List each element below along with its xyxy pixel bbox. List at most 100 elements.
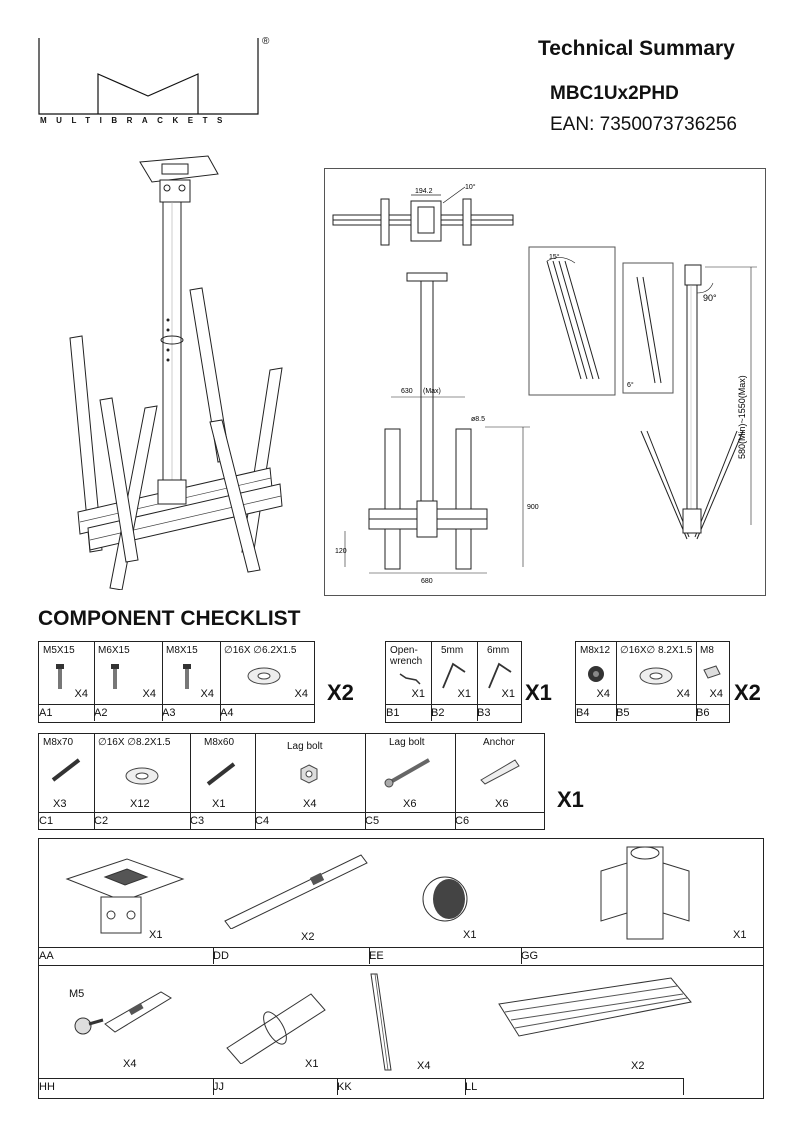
dim-120: 120 bbox=[335, 548, 347, 555]
hardware-code: B3 bbox=[477, 704, 521, 721]
hardware-qty: X3 bbox=[53, 798, 67, 810]
hex-key-icon bbox=[442, 662, 466, 689]
tilt-detail-drawing bbox=[528, 246, 616, 396]
dim-630: 630 bbox=[401, 388, 413, 395]
hardware-b3: 6mm X1 bbox=[477, 642, 521, 704]
multibrackets-logo-icon bbox=[38, 38, 259, 115]
hardware-a4: ∅16X ∅6.2X1.5 X4 bbox=[220, 642, 314, 704]
dim-6-deg: 6° bbox=[627, 381, 634, 389]
dim-900: 900 bbox=[527, 504, 539, 511]
dim-10-deg: 10° bbox=[465, 183, 476, 191]
part-ll: X2 bbox=[465, 964, 763, 1078]
part-code: LL bbox=[465, 1078, 684, 1095]
hardware-qty: X4 bbox=[200, 688, 214, 700]
hardware-qty: X4 bbox=[294, 688, 308, 700]
hardware-code: A1 bbox=[39, 704, 95, 721]
hardware-b6: M8 X4 bbox=[696, 642, 729, 704]
technical-drawing-frame: 194.2 10° 630 (Max) ø8.5 900 120 680 bbox=[324, 168, 766, 596]
part-code: AA bbox=[39, 947, 214, 964]
group-b2-multiplier: X2 bbox=[734, 680, 761, 705]
vertical-rail-icon bbox=[370, 973, 392, 1071]
hardware-size: ∅16X ∅6.2X1.5 bbox=[224, 645, 297, 656]
dim-diameter-8-5: ø8.5 bbox=[471, 416, 485, 423]
side-view-drawing bbox=[640, 264, 757, 540]
hardware-c3: M8x60 X1 bbox=[190, 734, 256, 812]
hardware-qty: X12 bbox=[130, 798, 150, 810]
hardware-b1: Open-wrench X1 bbox=[386, 642, 432, 704]
dim-90-deg: 90° bbox=[703, 293, 717, 303]
part-qty: X1 bbox=[149, 929, 163, 941]
hardware-code: C3 bbox=[190, 812, 256, 829]
parts-panel-1: X1 X2 X1 X1 AA DD EE GG bbox=[38, 838, 764, 966]
hardware-qty: X1 bbox=[212, 798, 226, 810]
screw-icon bbox=[56, 664, 64, 689]
pole-coupler-icon bbox=[226, 993, 326, 1064]
hardware-qty: X4 bbox=[74, 688, 88, 700]
dim-680: 680 bbox=[421, 578, 433, 585]
group-b1-multiplier: X1 bbox=[525, 680, 552, 705]
hardware-a3: M8X15 X4 bbox=[162, 642, 221, 704]
hardware-qty: X4 bbox=[596, 688, 610, 700]
part-code: HH bbox=[39, 1078, 214, 1095]
hardware-code: B6 bbox=[696, 704, 729, 721]
hardware-code: C6 bbox=[455, 812, 544, 829]
hardware-qty: X1 bbox=[501, 688, 515, 700]
hardware-size: Anchor bbox=[483, 737, 515, 748]
safety-bracket-icon bbox=[74, 991, 172, 1035]
brand-logo: ® MULTIBRACKETS bbox=[38, 36, 269, 131]
part-qty: X1 bbox=[463, 929, 477, 941]
hardware-b4: M8x12 X4 bbox=[576, 642, 617, 704]
product-illustration bbox=[60, 150, 300, 591]
hardware-size: M8x70 bbox=[43, 737, 74, 748]
part-gg: X1 bbox=[521, 839, 763, 947]
hardware-qty: X4 bbox=[676, 688, 690, 700]
part-code: EE bbox=[369, 947, 522, 964]
hardware-a2: M6X15 X4 bbox=[94, 642, 163, 704]
hardware-c2: ∅16X ∅8.2X1.5 X12 bbox=[94, 734, 191, 812]
hardware-size: M5X15 bbox=[43, 645, 75, 656]
hardware-group-b1: Open-wrench X1 5mm X1 6mm X1 B1 B2 B3 bbox=[385, 641, 522, 723]
hardware-group-a: M5X15 X4 M6X15 X4 M8X15 X4 ∅16X ∅6.2X1.5… bbox=[38, 641, 315, 723]
hardware-qty: X4 bbox=[709, 688, 723, 700]
part-qty: X4 bbox=[417, 1060, 431, 1072]
hardware-code: B5 bbox=[616, 704, 697, 721]
hardware-code: C2 bbox=[94, 812, 191, 829]
hardware-c1: M8x70 X3 bbox=[39, 734, 95, 812]
hardware-code: C4 bbox=[255, 812, 366, 829]
hardware-size: M8 bbox=[700, 645, 714, 656]
washer-icon bbox=[247, 667, 281, 685]
part-code: GG bbox=[521, 947, 763, 964]
pole-bracket-icon bbox=[600, 846, 690, 940]
hardware-qty: X6 bbox=[495, 798, 509, 810]
hex-key-icon bbox=[488, 662, 512, 689]
end-cap-icon bbox=[422, 876, 468, 922]
screw-icon bbox=[111, 664, 119, 689]
part-hh: M5 X4 bbox=[39, 964, 213, 1078]
hardware-qty: X1 bbox=[457, 688, 471, 700]
part-qty: X2 bbox=[301, 931, 315, 943]
hardware-code: C5 bbox=[365, 812, 456, 829]
parts-panel-2: M5 X4 X1 X4 X2 HH JJ KK LL bbox=[38, 964, 764, 1099]
part-kk: X4 bbox=[337, 964, 465, 1078]
horizontal-beam-icon bbox=[498, 977, 692, 1037]
dim-194-2: 194.2 bbox=[415, 188, 433, 195]
hardware-size: M8x12 bbox=[580, 645, 611, 656]
hardware-qty: X4 bbox=[303, 798, 317, 810]
wall-anchor-icon bbox=[480, 759, 520, 785]
part-qty: X2 bbox=[631, 1060, 645, 1072]
hardware-code: B2 bbox=[431, 704, 478, 721]
hardware-size: ∅16X ∅8.2X1.5 bbox=[98, 737, 171, 748]
hardware-size: Lag bolt bbox=[287, 741, 323, 752]
part-code: DD bbox=[213, 947, 370, 964]
part-code: KK bbox=[337, 1078, 466, 1095]
long-bolt-icon bbox=[51, 758, 81, 782]
hardware-size: M6X15 bbox=[98, 645, 130, 656]
ceiling-mount-illustration bbox=[69, 155, 283, 591]
model-number: MBC1Ux2PHD bbox=[550, 83, 679, 104]
dim-580-1550: 580(Min)~1550(Max) bbox=[737, 375, 747, 459]
long-bolt-icon bbox=[206, 762, 236, 786]
hardware-size: M8X15 bbox=[166, 645, 198, 656]
screw-icon bbox=[183, 664, 191, 689]
dim-15-deg: 15° bbox=[549, 253, 560, 261]
hardware-qty: X1 bbox=[411, 688, 425, 700]
